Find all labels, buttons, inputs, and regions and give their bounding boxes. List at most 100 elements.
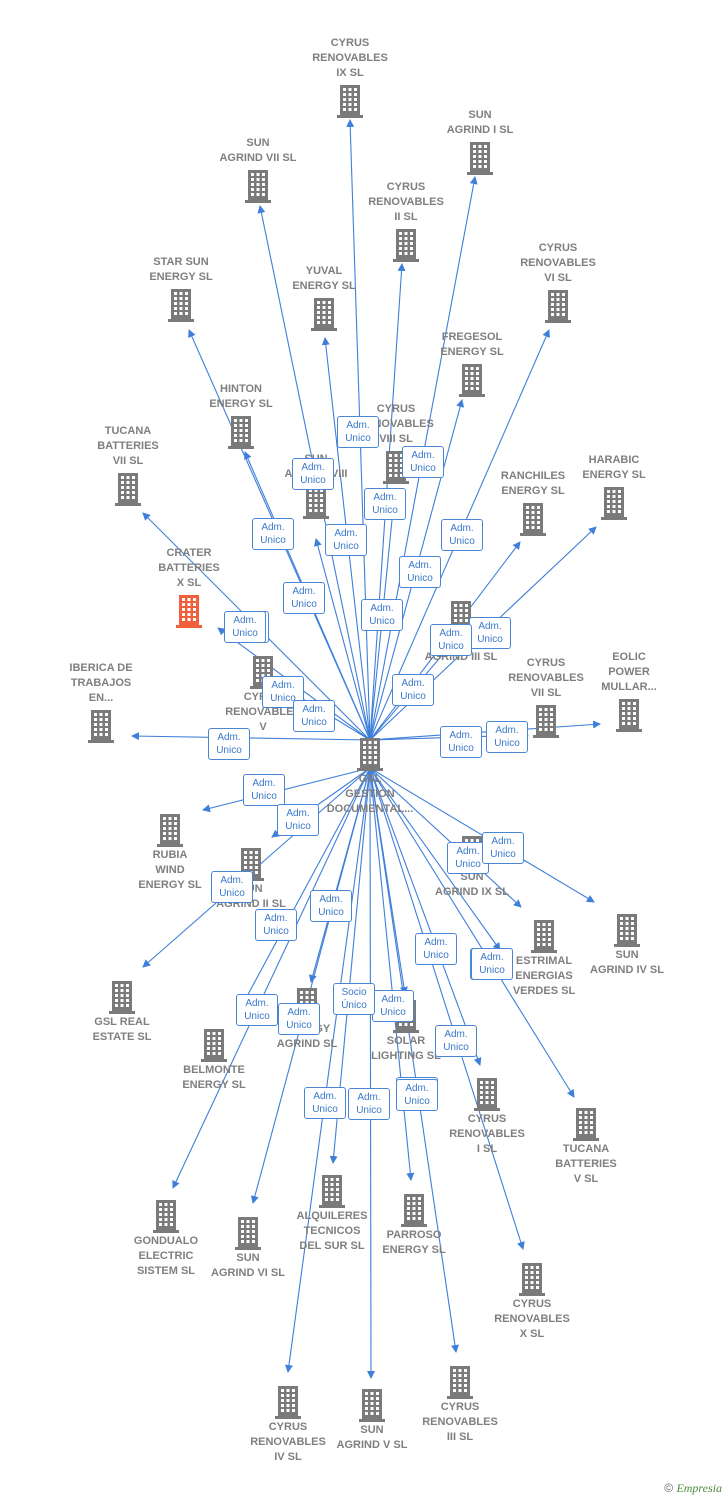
company-node-n1[interactable]: CYRUS RENOVABLES IX SL [295,36,405,119]
company-node-n2[interactable]: SUN AGRIND I SL [425,108,535,176]
company-node-n18[interactable]: EOLIC POWER MULLAR... [574,650,684,733]
company-label: CYRUS RENOVABLES III SL [422,1401,498,1443]
copyright-footer: © Empresia [664,1481,722,1496]
building-icon [157,814,183,847]
relation-badge[interactable]: Adm. Unico [361,599,403,631]
relation-badge[interactable]: Adm. Unico [471,948,513,980]
relation-badge[interactable]: Adm. Unico [277,804,319,836]
company-node-n31[interactable]: TUCANA BATTERIES V SL [531,1104,641,1187]
relation-badge[interactable]: Adm. Unico [392,674,434,706]
company-node-n4[interactable]: CYRUS RENOVABLES II SL [351,180,461,263]
company-node-n32[interactable]: ALQUILERES TECNICOS DEL SUR SL [277,1171,387,1254]
copyright-symbol: © [664,1481,674,1495]
building-icon [616,699,642,732]
edge-n25 [369,767,501,951]
company-label: CYRUS RENOVABLES VI SL [520,242,596,284]
company-node-n25[interactable]: ESTRIMAL ENERGIAS VERDES SL [489,916,599,999]
relation-badge[interactable]: Adm. Unico [337,416,379,448]
relation-badge[interactable]: Adm. Unico [236,994,278,1026]
company-node-n33[interactable]: PARROSO ENERGY SL [359,1190,469,1258]
building-icon [88,710,114,743]
edge-n37 [284,767,371,1373]
relation-badge[interactable]: Adm. Unico [435,1025,477,1057]
company-label: PARROSO ENERGY SL [382,1229,446,1256]
company-node-n20[interactable]: CYRUS RENOVABLES VII SL [491,656,601,739]
relation-badge[interactable]: Adm. Unico [440,726,482,758]
relation-badge[interactable]: Adm. Unico [415,933,457,965]
company-label: STAR SUN ENERGY SL [149,256,213,283]
relation-badge[interactable]: Adm. Unico [293,700,335,732]
relation-badge[interactable]: Adm. Unico [252,518,294,550]
relation-badge[interactable]: Adm. Unico [310,890,352,922]
relation-badge[interactable]: Adm. Unico [396,1079,438,1111]
building-icon [459,364,485,397]
relation-badge[interactable]: Adm. Unico [441,519,483,551]
relation-badge[interactable]: Adm. Unico [399,556,441,588]
company-node-n11[interactable]: HARABIC ENERGY SL [559,453,669,521]
relation-badge[interactable]: Adm. Unico [486,721,528,753]
company-label: SUN AGRIND VI SL [211,1252,285,1279]
company-node-center[interactable]: GSL GESTION DOCUMENTAL... [315,734,425,817]
relation-badge[interactable]: Adm. Unico [372,990,414,1022]
company-node-n26[interactable]: GSL REAL ESTATE SL [67,977,177,1045]
relation-badge[interactable]: Adm. Unico [278,1003,320,1035]
company-node-n24[interactable]: SUN AGRIND IV SL [572,910,682,978]
relation-badge[interactable]: Adm. Unico [211,871,253,903]
company-node-n7[interactable]: YUVAL ENERGY SL [269,264,379,332]
building-icon [531,920,557,953]
company-node-n38[interactable]: SUN AGRIND V SL [317,1385,427,1453]
company-node-n35[interactable]: SUN AGRIND VI SL [193,1213,303,1281]
relation-badge[interactable]: Adm. Unico [292,458,334,490]
building-icon [520,503,546,536]
company-label: SUN AGRIND VII SL [219,137,297,164]
relation-badge[interactable]: Adm. Unico [430,624,472,656]
building-icon [115,473,141,506]
company-node-n30[interactable]: CYRUS RENOVABLES I SL [432,1074,542,1157]
building-icon [393,229,419,262]
building-icon [109,981,135,1014]
relation-badge[interactable]: Adm. Unico [243,774,285,806]
relation-badge[interactable]: Adm. Unico [208,728,250,760]
company-node-n19[interactable]: IBERICA DE TRABAJOS EN... [46,661,156,744]
company-label: CYRUS RENOVABLES IX SL [312,37,388,79]
company-label: CYRUS RENOVABLES I SL [449,1113,525,1155]
edge-n38 [366,767,375,1379]
company-node-n9[interactable]: HINTON ENERGY SL [186,382,296,450]
brand-logo[interactable]: Empresia [676,1481,722,1495]
company-node-n5[interactable]: CYRUS RENOVABLES VI SL [503,241,613,324]
company-node-n36[interactable]: CYRUS RENOVABLES X SL [477,1259,587,1342]
company-label: CYRUS RENOVABLES X SL [494,1298,570,1340]
building-icon [519,1263,545,1296]
relation-badge[interactable]: Adm. Unico [469,617,511,649]
company-node-n15[interactable]: CRATER BATTERIES X SL [134,546,244,629]
relation-badge[interactable]: Adm. Unico [224,611,266,643]
relation-badge[interactable]: Adm. Unico [304,1087,346,1119]
company-node-n3[interactable]: SUN AGRIND VII SL [203,136,313,204]
relation-badge[interactable]: Adm. Unico [482,832,524,864]
relation-badge[interactable]: Adm. Unico [255,909,297,941]
company-node-n37[interactable]: CYRUS RENOVABLES IV SL [233,1382,343,1465]
company-node-n21[interactable]: RUBIA WIND ENERGY SL [115,810,225,893]
company-label: RUBIA WIND ENERGY SL [138,849,202,891]
edge-n19 [131,732,371,741]
company-node-n14[interactable]: RANCHILES ENERGY SL [478,469,588,537]
company-node-n34[interactable]: GONDUALO ELECTRIC SISTEM SL [111,1196,221,1279]
relation-badge[interactable]: Socio Único [333,983,375,1015]
company-node-n8[interactable]: FREGESOL ENERGY SL [417,330,527,398]
company-label: SUN AGRIND IV SL [590,949,664,976]
building-icon [201,1029,227,1062]
company-label: EOLIC POWER MULLAR... [601,651,657,693]
company-node-n39[interactable]: CYRUS RENOVABLES III SL [405,1362,515,1445]
relation-badge[interactable]: Adm. Unico [325,524,367,556]
relation-badge[interactable]: Adm. Unico [283,582,325,614]
company-label: CYRUS RENOVABLES II SL [368,181,444,223]
company-node-n12[interactable]: TUCANA BATTERIES VII SL [73,424,183,507]
relation-badge[interactable]: Adm. Unico [348,1088,390,1120]
company-label: YUVAL ENERGY SL [292,265,356,292]
company-label: FREGESOL ENERGY SL [440,331,504,358]
company-node-n6[interactable]: STAR SUN ENERGY SL [126,255,236,323]
company-node-n29[interactable]: BELMONTE ENERGY SL [159,1025,269,1093]
relation-badge[interactable]: Adm. Unico [364,488,406,520]
relation-badge[interactable]: Adm. Unico [402,446,444,478]
